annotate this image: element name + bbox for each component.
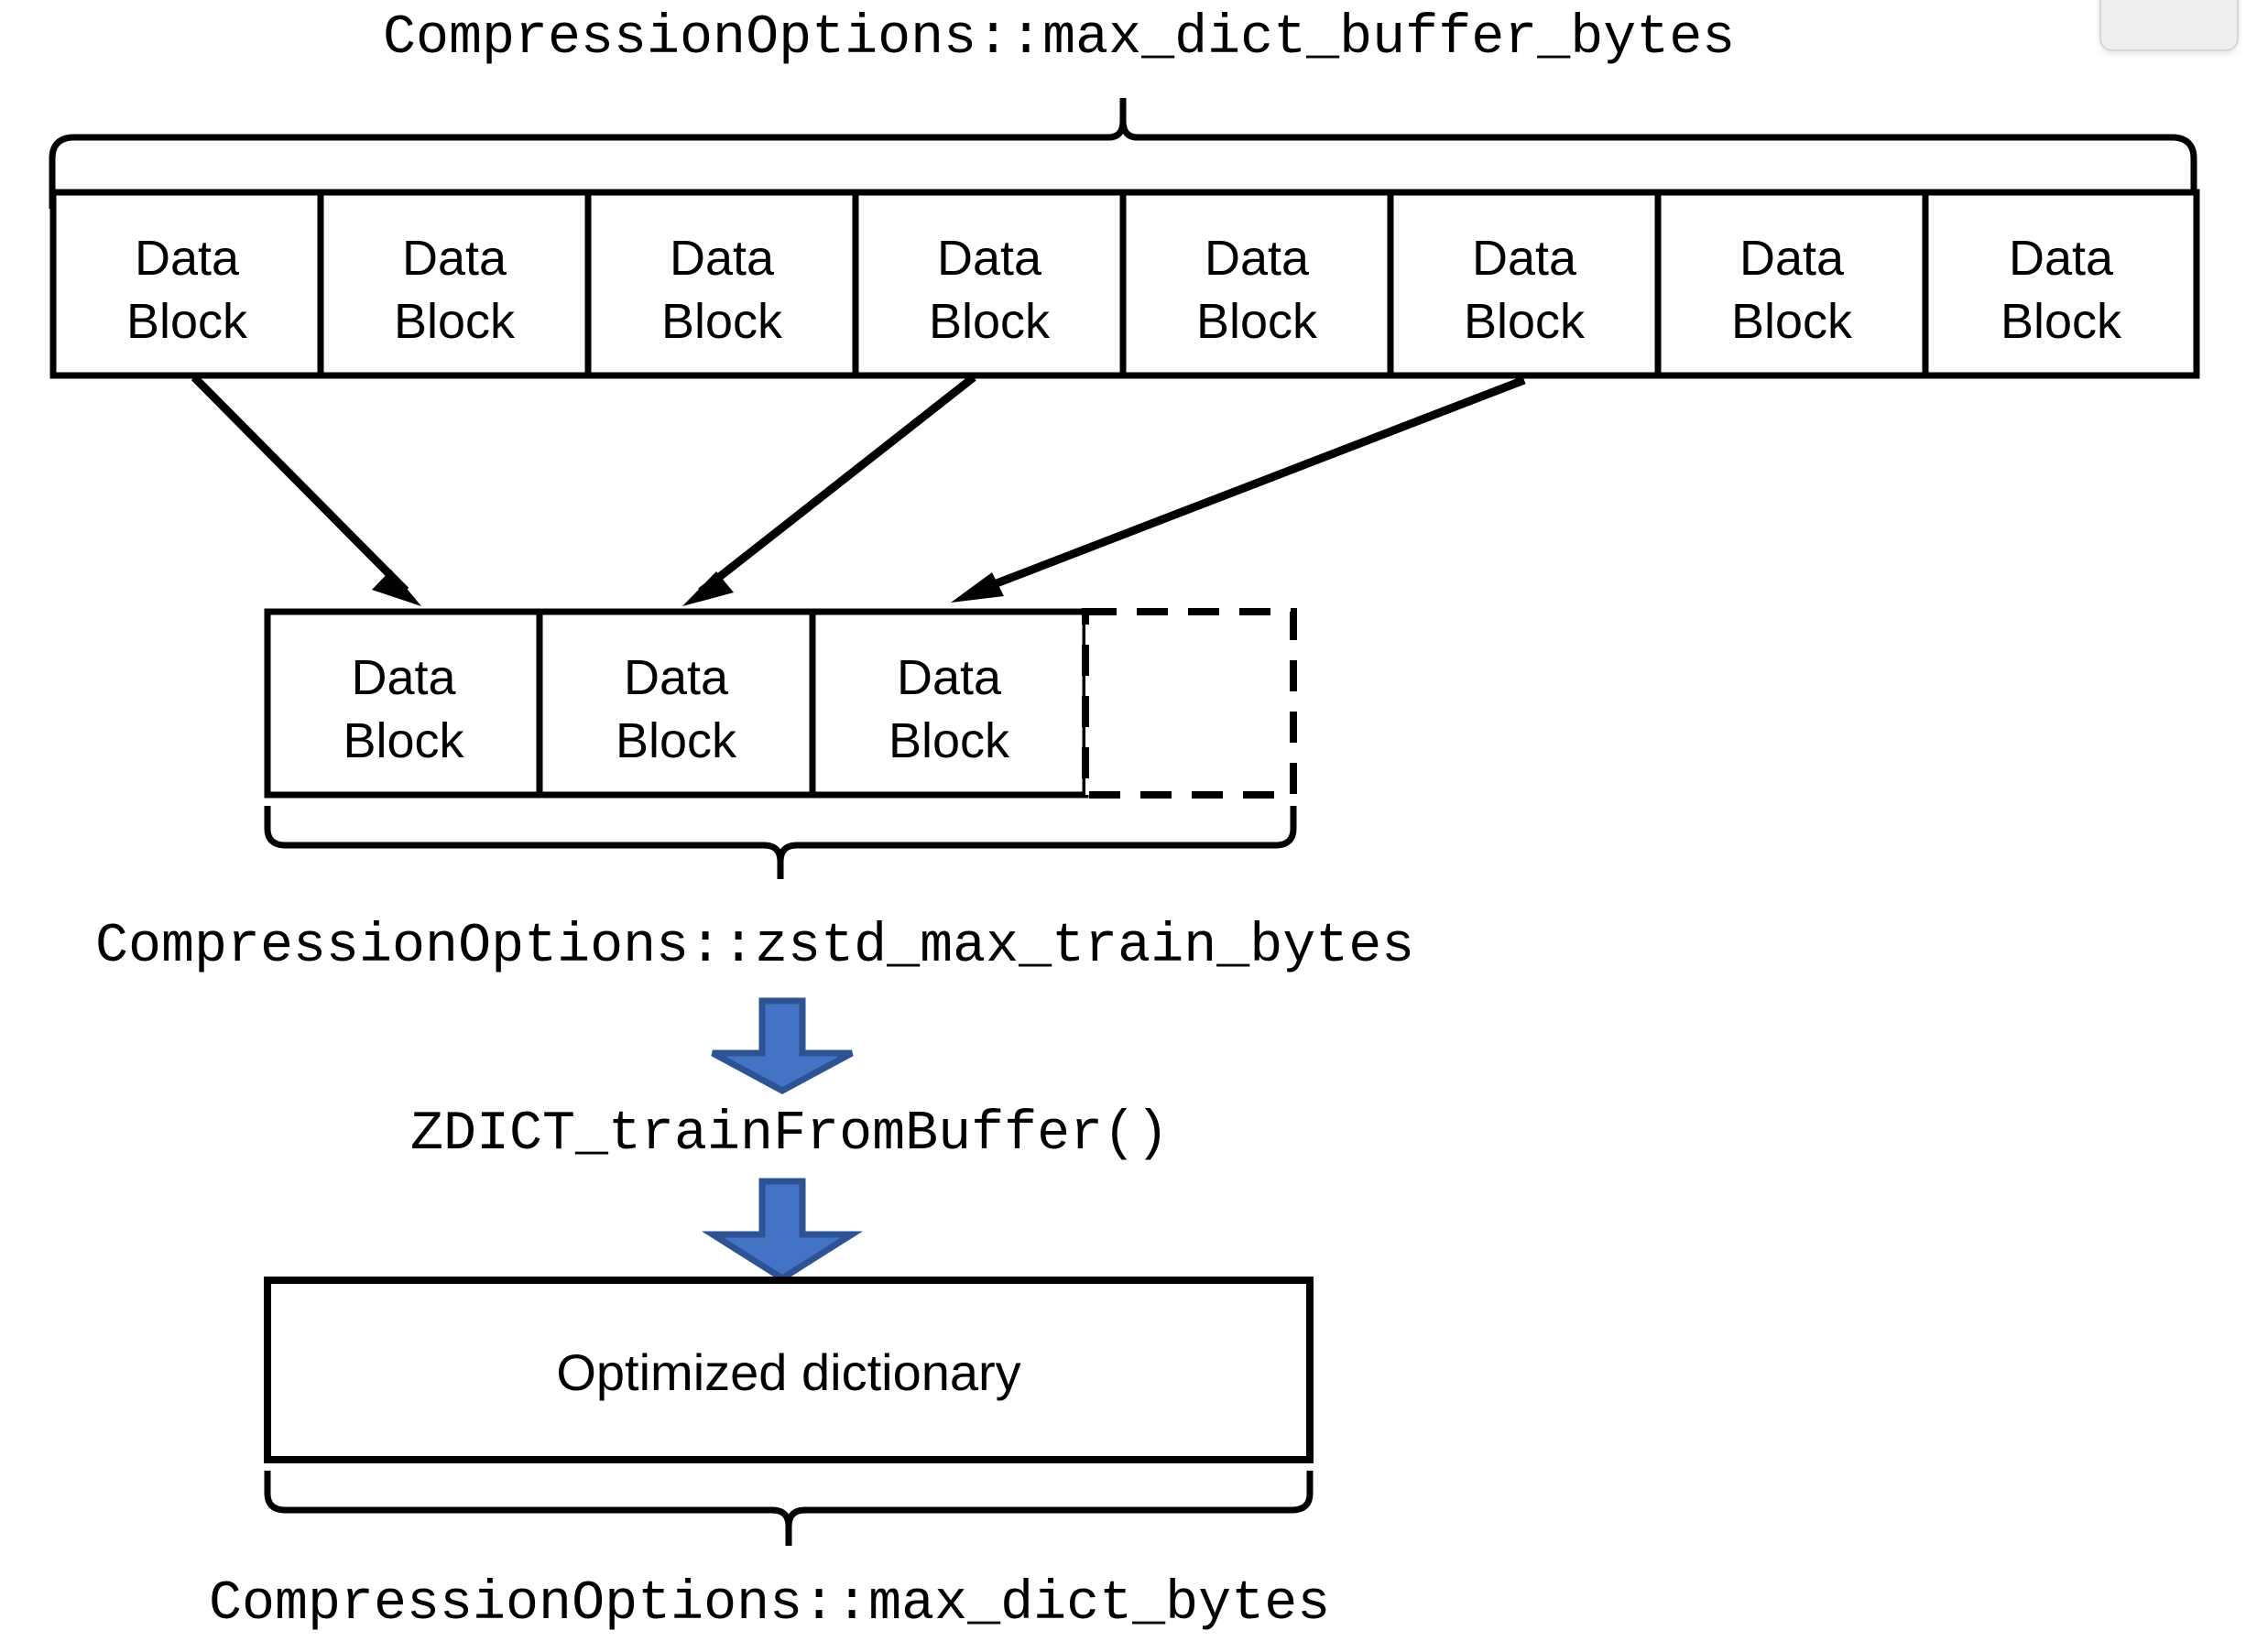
max-dict-bytes-label: CompressionOptions::max_dict_bytes: [209, 1573, 1331, 1636]
optimized-dictionary-label: Optimized dictionary: [556, 1343, 1021, 1401]
top-data-block-2: [317, 189, 592, 379]
zstd-max-train-bytes-label: CompressionOptions::zstd_max_train_bytes: [95, 916, 1415, 978]
sampling-arrow-3: [951, 375, 1526, 603]
top-data-block-3: [584, 189, 859, 379]
top-data-block-6: [1387, 189, 1662, 379]
flow-arrow-1: [711, 997, 854, 1094]
top-data-block-5: [1119, 189, 1394, 379]
optimized-dictionary-box: [264, 1277, 1314, 1463]
top-data-block-8: [1922, 189, 2200, 379]
top-brace: [49, 98, 2197, 209]
top-data-block-1: [49, 189, 324, 379]
top-block-row: [49, 189, 2200, 379]
sampling-arrows: [191, 374, 1526, 606]
top-title-label: CompressionOptions::max_dict_buffer_byte…: [383, 7, 1736, 70]
zdict-train-from-buffer-label: ZDICT_trainFromBuffer(): [410, 1103, 1170, 1166]
middle-data-block-3: [809, 608, 1089, 799]
middle-data-block-1: [264, 608, 543, 799]
top-data-block-4: [852, 189, 1127, 379]
sampling-arrow-1: [191, 374, 421, 606]
clipped-toolbar-fragment: [2099, 0, 2239, 51]
sampling-arrow-2: [682, 374, 976, 606]
middle-brace: [264, 806, 1297, 879]
top-data-block-7: [1654, 189, 1929, 379]
middle-empty-block-dashed: [1082, 608, 1297, 799]
middle-block-row: [264, 608, 1297, 799]
bottom-brace: [264, 1471, 1314, 1546]
middle-data-block-2: [536, 608, 816, 799]
flow-arrow-2: [701, 1178, 864, 1283]
